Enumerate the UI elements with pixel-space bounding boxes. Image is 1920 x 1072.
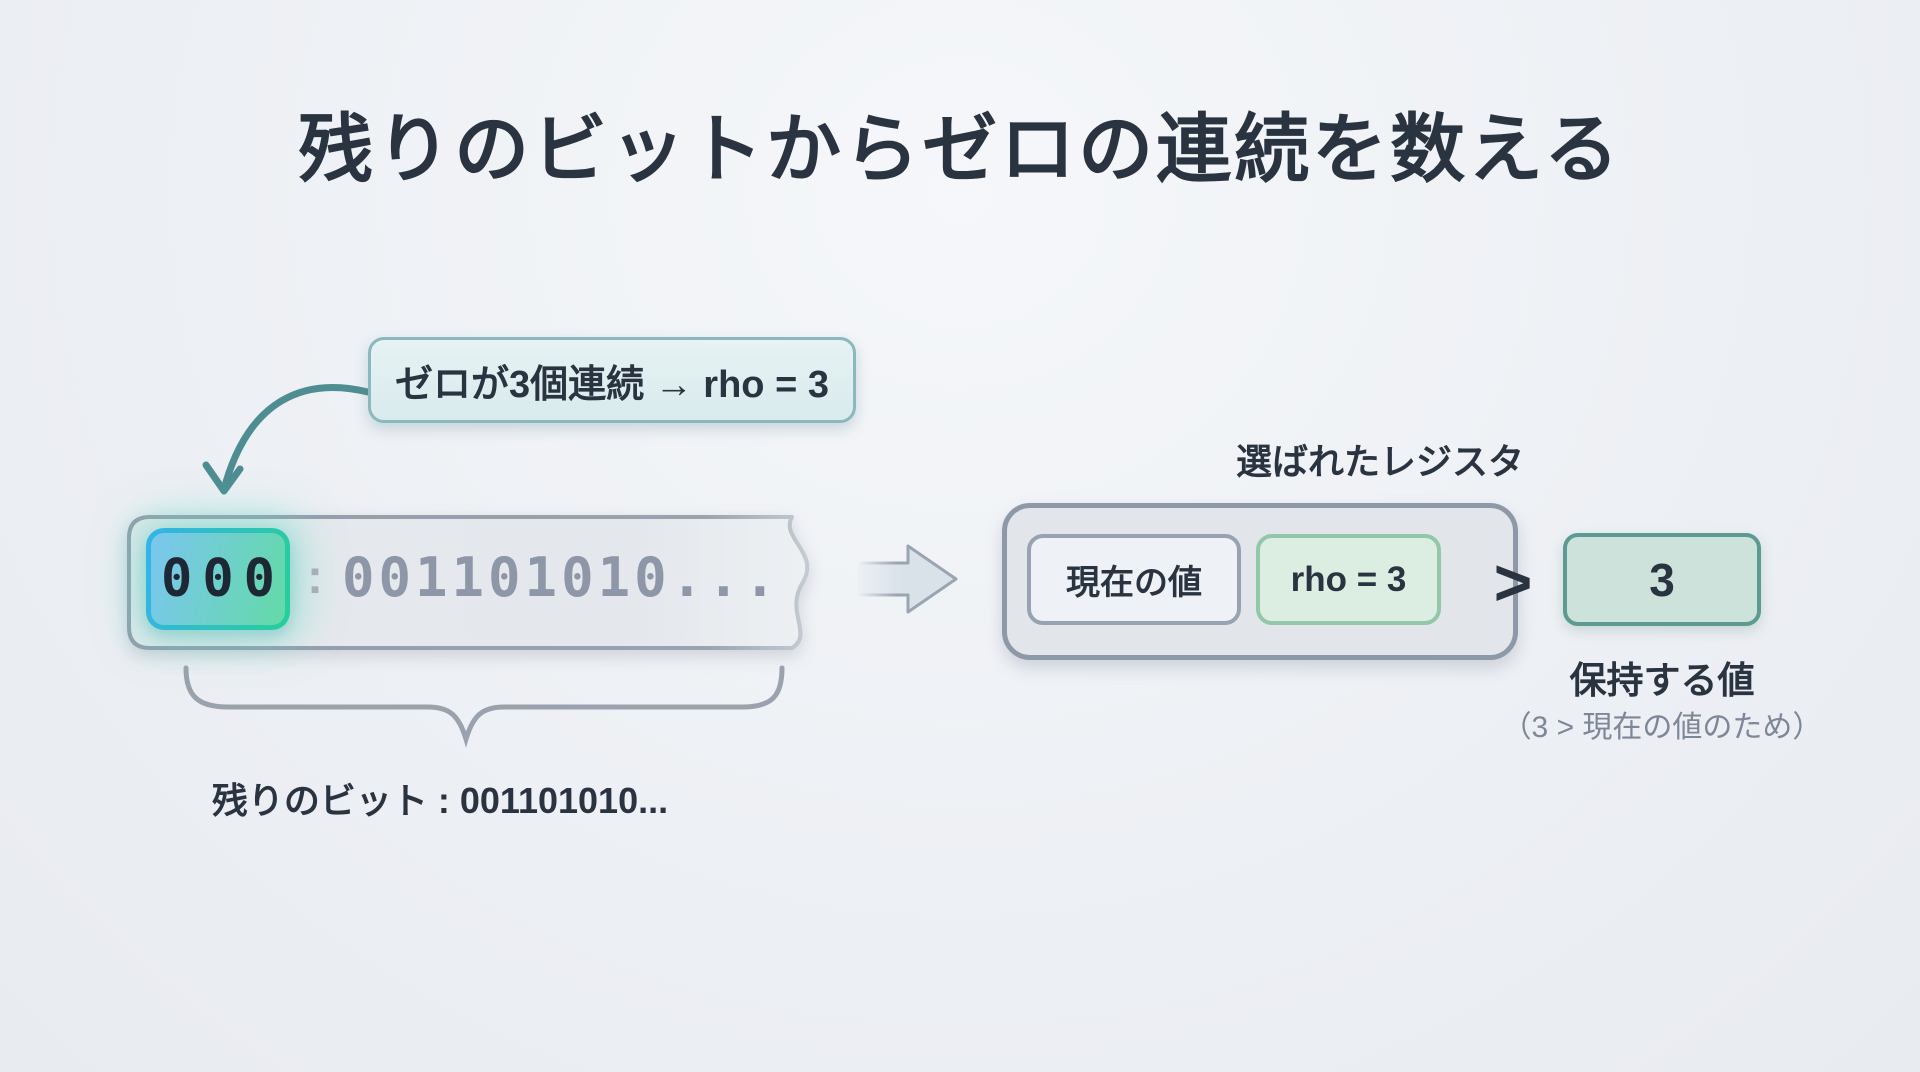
- current-value-chip: 現在の値: [1027, 534, 1241, 625]
- rho-value-chip: rho = 3: [1256, 534, 1441, 625]
- zero-run-value: 000: [151, 533, 285, 625]
- current-value-label: 現在の値: [1066, 564, 1202, 602]
- page-title: 残りのビットからゼロの連続を数える: [298, 107, 1622, 191]
- remaining-bits-label: 残りのビット : 001101010...: [211, 780, 669, 821]
- rho-callout-text: ゼロが3個連続 → rho = 3: [395, 363, 829, 406]
- kept-value-chip: 3: [1563, 533, 1761, 626]
- zero-run-chip: 000: [146, 528, 290, 630]
- callout-arrow-icon: [202, 384, 372, 495]
- greater-than-symbol: >: [1493, 545, 1533, 619]
- underbrace-icon: [183, 665, 785, 748]
- register-title: 選ばれたレジスタ: [1235, 441, 1524, 482]
- rho-callout: ゼロが3個連続 → rho = 3: [368, 337, 856, 423]
- remaining-bits-value: 001101010...: [342, 546, 781, 609]
- bit-separator: :: [307, 551, 323, 604]
- kept-value-note: （3 > 現在の値のため）: [1501, 711, 1823, 744]
- kept-value-label: 保持する値: [1569, 660, 1755, 701]
- rho-value-label: rho = 3: [1290, 559, 1407, 599]
- bit-string-box-shape: [127, 515, 810, 650]
- flow-arrow-icon: [856, 544, 958, 614]
- kept-value: 3: [1649, 553, 1675, 606]
